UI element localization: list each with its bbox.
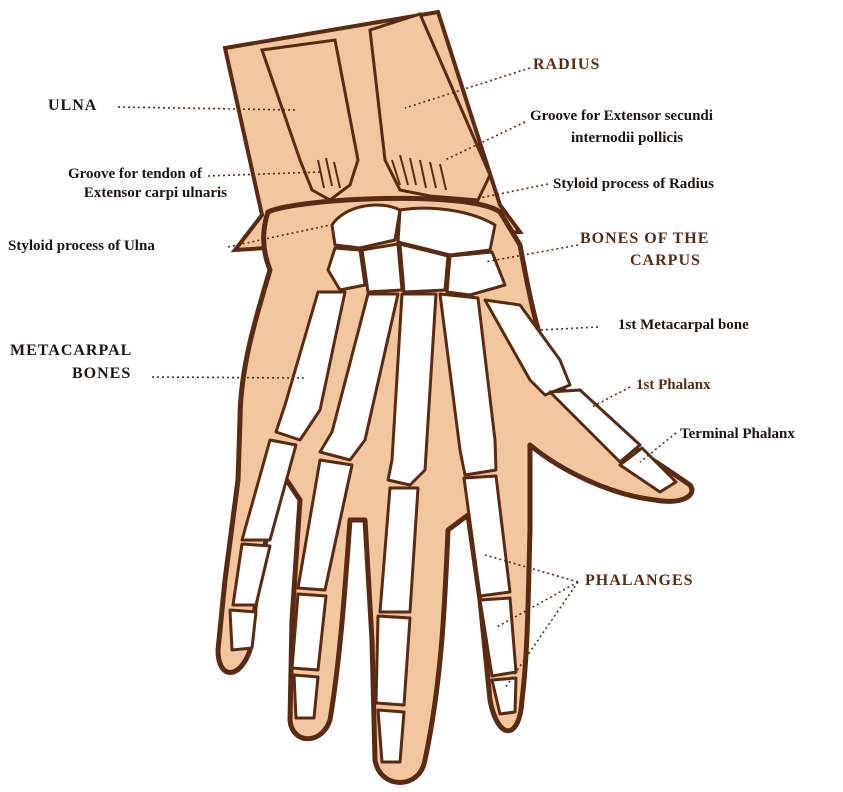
label-carpus-line2: CARPUS xyxy=(630,252,701,269)
label-first-metacarpal: 1st Metacarpal bone xyxy=(618,317,749,334)
label-terminal-phalanx: Terminal Phalanx xyxy=(680,426,795,443)
label-groove-radius-line1: Groove for Extensor secundi xyxy=(530,108,713,125)
label-metacarpal-line1: METACARPAL xyxy=(10,342,132,359)
label-ulna: ULNA xyxy=(48,97,97,114)
label-phalanges: PHALANGES xyxy=(585,572,694,589)
label-groove-ulna-line2: Extensor carpi ulnaris xyxy=(84,185,227,202)
carpal-bones xyxy=(328,205,505,295)
label-radius: RADIUS xyxy=(533,56,600,73)
label-carpus-line1: BONES OF THE xyxy=(580,230,709,247)
label-groove-ulna-line1: Groove for tendon of xyxy=(68,166,202,183)
label-styloid-ulna: Styloid process of Ulna xyxy=(8,238,155,255)
label-styloid-radius: Styloid process of Radius xyxy=(553,176,714,193)
label-groove-radius-line2: internodii pollicis xyxy=(571,130,683,147)
label-first-phalanx: 1st Phalanx xyxy=(636,377,711,394)
label-metacarpal-line2: BONES xyxy=(72,365,131,382)
